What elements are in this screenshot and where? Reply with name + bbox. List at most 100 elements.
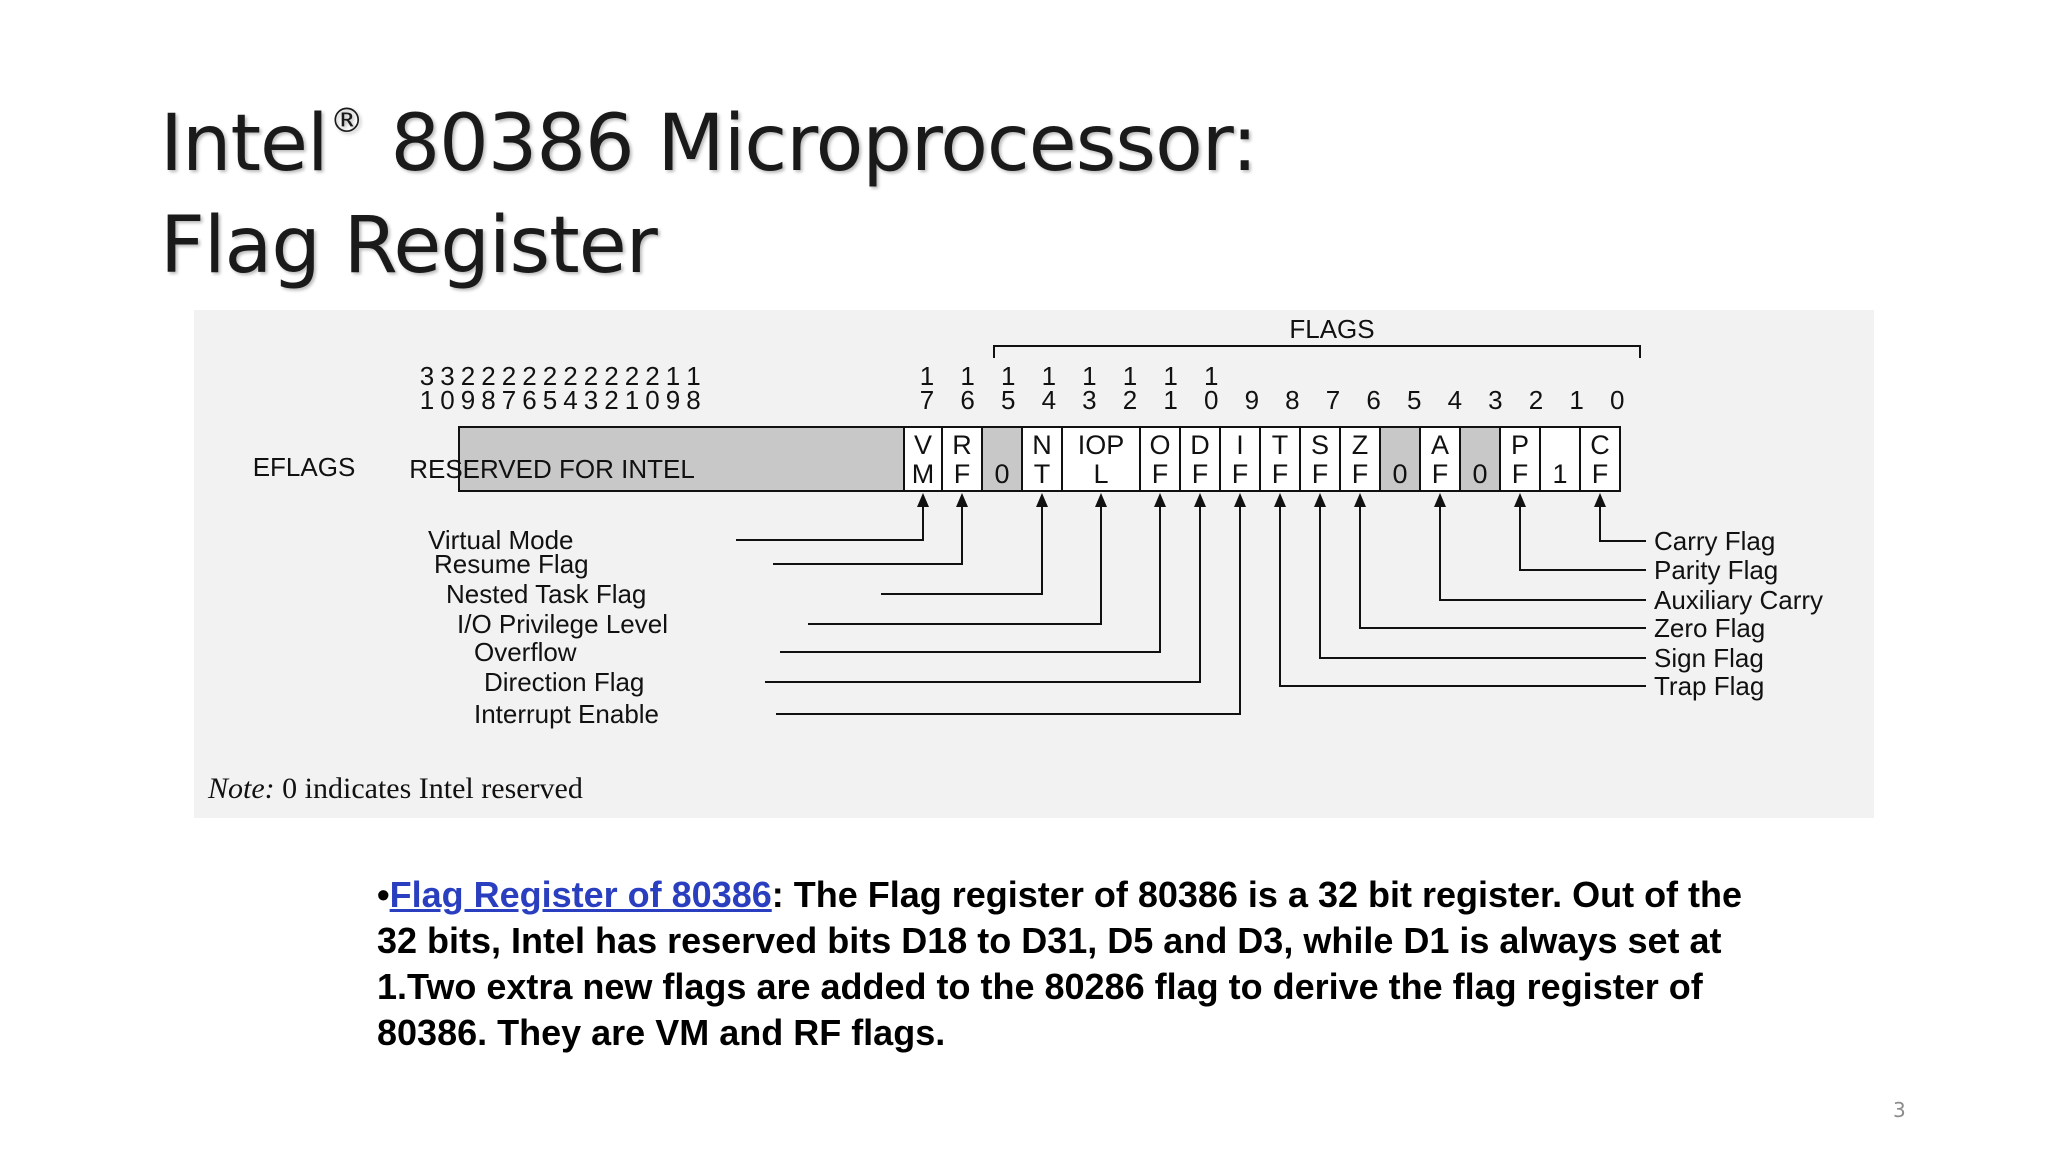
left-flag-label: Interrupt Enable: [474, 699, 659, 729]
flag-cell-top-text: S: [1311, 430, 1329, 460]
leader-line: [881, 499, 1043, 595]
leader-line: [776, 499, 1241, 715]
flag-cell-box: [1179, 426, 1221, 492]
bit-number-ones: 4: [563, 385, 577, 415]
bit-number-ones: 6: [1366, 385, 1380, 415]
leader-line: [1319, 499, 1646, 659]
leader-arrowhead: [1354, 493, 1366, 507]
bit-number-tens: 2: [604, 361, 618, 391]
leader-line: [1519, 499, 1646, 571]
flag-cell-bottom-text: 0: [1472, 459, 1487, 489]
flag-cell-top-text: T: [1272, 430, 1289, 460]
bit-number-ones: 4: [1448, 385, 1462, 415]
flag-cell-top-text: A: [1431, 430, 1449, 460]
bit-number-tens: 1: [920, 361, 934, 391]
bit-number-ones: 4: [1042, 385, 1056, 415]
flags-group-label: FLAGS: [1289, 314, 1374, 344]
left-flag-label: Resume Flag: [434, 549, 589, 579]
bit-number-tens: 2: [625, 361, 639, 391]
reserved-field-box: [458, 426, 905, 492]
bit-number-tens: 1: [960, 361, 974, 391]
flag-cell-bottom-text: F: [1352, 459, 1369, 489]
flag-cell-top-text: I: [1236, 430, 1244, 460]
bit-number-ones: 7: [502, 385, 516, 415]
flag-cell-bottom-text: 1: [1552, 459, 1567, 489]
bit-number-ones: 3: [1082, 385, 1096, 415]
flag-cell-top-text: Z: [1352, 430, 1369, 460]
bit-number-tens: 1: [666, 361, 680, 391]
note-prefix: Note:: [208, 772, 275, 805]
flag-cell-bottom-text: F: [1152, 459, 1169, 489]
flag-cell-bottom-text: F: [1192, 459, 1209, 489]
leader-line: [773, 499, 963, 565]
bit-number-ones: 1: [1163, 385, 1177, 415]
leader-line: [736, 499, 924, 541]
bit-number-tens: 2: [502, 361, 516, 391]
leader-arrowhead: [1314, 493, 1326, 507]
bit-number-ones: 0: [1204, 385, 1218, 415]
reserved-label: RESERVED FOR INTEL: [409, 454, 695, 484]
flag-cell-box: [941, 426, 983, 492]
bit-number-tens: 1: [1204, 361, 1218, 391]
flag-cell-bottom-text: L: [1093, 459, 1108, 489]
flag-register-link[interactable]: Flag Register of 80386: [389, 874, 772, 915]
bit-number-ones: 2: [604, 385, 618, 415]
bit-number-ones: 7: [1326, 385, 1340, 415]
bullet: •: [377, 874, 390, 915]
leader-arrowhead: [1434, 493, 1446, 507]
flag-cell-box: [1339, 426, 1381, 492]
bit-number-ones: 5: [1001, 385, 1015, 415]
bit-number-tens: 3: [420, 361, 434, 391]
bit-number-tens: 2: [522, 361, 536, 391]
flag-cell-bottom-text: F: [1512, 459, 1529, 489]
flag-cell-box: [1499, 426, 1541, 492]
bit-number-ones: 9: [1245, 385, 1259, 415]
flag-cell-box: [1219, 426, 1261, 492]
bit-number-ones: 1: [420, 385, 434, 415]
flag-cell-box: [1139, 426, 1181, 492]
description-paragraph: •Flag Register of 80386: The Flag regist…: [377, 872, 1777, 1056]
flag-cell-bottom-text: F: [1592, 459, 1609, 489]
leader-line: [765, 499, 1201, 683]
bit-number-ones: 0: [440, 385, 454, 415]
flag-cell-bottom-text: 0: [994, 459, 1009, 489]
bit-number-ones: 9: [461, 385, 475, 415]
flag-cell-box: [903, 426, 943, 492]
bit-number-tens: 2: [584, 361, 598, 391]
title-line1-rest: 80386 Microprocessor:: [366, 99, 1257, 189]
bit-number-ones: 9: [666, 385, 680, 415]
left-flag-label: Virtual Mode: [428, 525, 574, 555]
flag-cell-top-text: C: [1590, 430, 1610, 460]
bit-number-ones: 1: [625, 385, 639, 415]
figure-note: Note: 0 indicates Intel reserved: [208, 772, 583, 806]
note-text: 0 indicates Intel reserved: [274, 772, 583, 805]
flag-cell-box: [1061, 426, 1141, 492]
flag-cell-box: [1419, 426, 1461, 492]
left-flag-label: I/O Privilege Level: [457, 609, 668, 639]
bit-number-tens: 2: [563, 361, 577, 391]
eflags-diagram: FLAGS 3130292827262524232221201918171615…: [253, 314, 1823, 729]
left-flag-label: Direction Flag: [484, 667, 644, 697]
flag-cell-bottom-text: F: [954, 459, 971, 489]
bit-number-tens: 1: [1042, 361, 1056, 391]
leader-line: [780, 499, 1161, 653]
bit-number-ones: 5: [543, 385, 557, 415]
bit-number-ones: 3: [584, 385, 598, 415]
page-number: 3: [1893, 1098, 1906, 1122]
bit-number-ones: 8: [481, 385, 495, 415]
leader-line: [1359, 499, 1646, 629]
description-body: : The Flag register of 80386 is a 32 bit…: [377, 874, 1743, 1053]
flag-cell-top-text: P: [1511, 430, 1529, 460]
flag-cell-top-text: D: [1190, 430, 1210, 460]
right-flag-label: Sign Flag: [1654, 643, 1764, 673]
flag-cell-bottom-text: F: [1272, 459, 1289, 489]
bit-number-ones: 2: [1529, 385, 1543, 415]
leader-arrowhead: [1514, 493, 1526, 507]
bit-number-ones: 6: [960, 385, 974, 415]
flag-cell-box: [981, 426, 1023, 492]
flag-cell-top-text: IOP: [1078, 430, 1125, 460]
flag-cell-top-text: N: [1032, 430, 1052, 460]
flag-cell-top-text: R: [952, 430, 972, 460]
leader-line: [808, 499, 1102, 625]
leader-arrowhead: [1234, 493, 1246, 507]
